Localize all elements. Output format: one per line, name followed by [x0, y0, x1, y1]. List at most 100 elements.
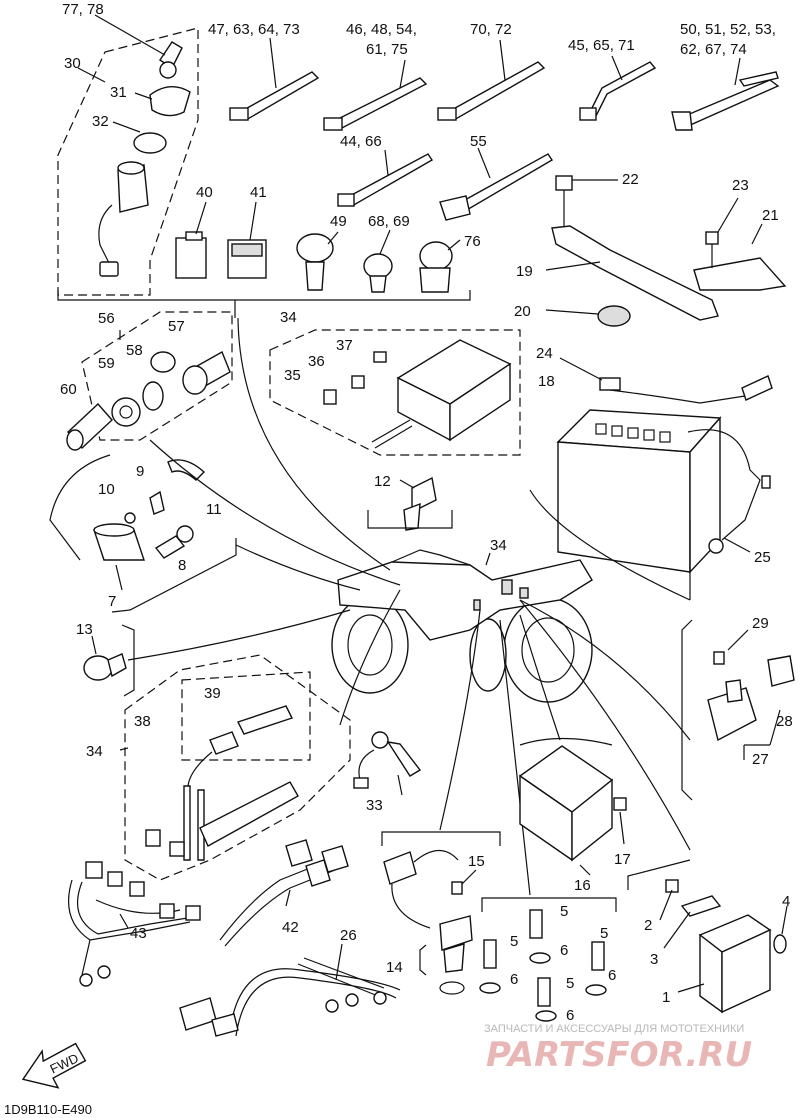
label-6-b: 6 [510, 971, 518, 988]
label-46-48-54: 46, 48, 54, [346, 21, 417, 38]
starter-relay [707, 629, 795, 760]
label-37: 37 [336, 337, 353, 354]
label-15: 15 [468, 853, 485, 870]
group-30-outline [57, 27, 199, 296]
label-43: 43 [130, 925, 147, 942]
ignition-switch [77, 14, 191, 277]
harness-26 [179, 943, 401, 1037]
relay-41 [227, 201, 267, 279]
label-32: 32 [92, 113, 109, 130]
battery-bracket [545, 175, 787, 327]
group-1-outline [627, 859, 691, 890]
label-62-67-74: 62, 67, 74 [680, 41, 747, 58]
label-38: 38 [134, 713, 151, 730]
label-70-72: 70, 72 [470, 21, 512, 38]
watermark-subtitle: ЗАПЧАСТИ И АКСЕССУАРЫ ДЛЯ МОТОТЕХНИКИ [484, 1023, 744, 1035]
group-14-outline [381, 831, 501, 846]
label-6-d: 6 [566, 1007, 574, 1024]
label-21: 21 [762, 207, 779, 224]
label-20: 20 [514, 303, 531, 320]
cable-tie-50 [671, 57, 780, 131]
label-5-b: 5 [510, 933, 518, 950]
label-8: 8 [178, 557, 186, 574]
label-29: 29 [752, 615, 769, 632]
label-5-d: 5 [566, 975, 574, 992]
label-1: 1 [662, 989, 670, 1006]
label-5-c: 5 [600, 925, 608, 942]
fwd-arrow: FWD [21, 1042, 87, 1089]
battery-cable-24 [559, 357, 773, 404]
label-45-65-71: 45, 65, 71 [568, 37, 635, 54]
cable-tie-45 [579, 55, 657, 121]
label-26: 26 [340, 927, 357, 944]
sensor-13 [83, 624, 135, 697]
label-4: 4 [782, 893, 790, 910]
battery-cable-25 [687, 429, 771, 554]
label-18: 18 [538, 373, 555, 390]
label-34-harness: 34 [86, 743, 103, 760]
leader-curves [127, 317, 691, 896]
harness-34 [119, 705, 299, 861]
label-10: 10 [98, 481, 115, 498]
label-22: 22 [622, 171, 639, 188]
label-17: 17 [614, 851, 631, 868]
harness-43 [68, 861, 201, 987]
fuse-box [323, 339, 512, 449]
label-57: 57 [168, 318, 185, 335]
relay-40 [175, 201, 207, 279]
label-60: 60 [60, 381, 77, 398]
label-9: 9 [136, 463, 144, 480]
group-5-6-outline [481, 897, 617, 912]
label-2: 2 [644, 917, 652, 934]
label-30: 30 [64, 55, 81, 72]
diagram-code: 1D9B110-E490 [4, 1102, 92, 1117]
cdi-unit [659, 879, 788, 1014]
label-41: 41 [250, 184, 267, 201]
rectifier-regulator [518, 737, 627, 876]
ignition-coil [93, 459, 206, 591]
label-6-c: 6 [608, 967, 616, 984]
group-7-outline [49, 454, 237, 613]
leader-34-vehicle [485, 552, 491, 566]
label-55: 55 [470, 133, 487, 150]
label-28: 28 [776, 713, 793, 730]
top-parts-bracket [57, 290, 471, 318]
label-33: 33 [366, 797, 383, 814]
cable-tie-46 [323, 59, 428, 131]
socket-assembly [66, 350, 231, 451]
label-5-a: 5 [560, 903, 568, 920]
clamp-76 [419, 239, 461, 293]
atv-vehicle [331, 549, 593, 703]
label-36: 36 [308, 353, 325, 370]
label-47-63-64-73: 47, 63, 64, 73 [208, 21, 300, 38]
label-34-vehicle: 34 [490, 537, 507, 554]
label-76: 76 [464, 233, 481, 250]
label-35: 35 [284, 367, 301, 384]
cable-tie-55 [439, 147, 553, 221]
group-34-outline [269, 329, 521, 456]
label-59: 59 [98, 355, 115, 372]
label-11: 11 [206, 501, 222, 518]
label-23: 23 [732, 177, 749, 194]
label-19: 19 [516, 263, 533, 280]
label-58: 58 [126, 342, 143, 359]
battery [556, 409, 722, 574]
cable-tie-47 [229, 37, 320, 121]
label-49: 49 [330, 213, 347, 230]
label-27: 27 [752, 751, 769, 768]
cable-tie-70 [437, 39, 546, 121]
speed-sensor [383, 849, 477, 995]
label-12: 12 [374, 473, 391, 490]
label-68-69: 68, 69 [368, 213, 410, 230]
clamp-49 [296, 231, 339, 291]
sensor-33 [353, 731, 422, 796]
label-13: 13 [76, 621, 93, 638]
label-24: 24 [536, 345, 553, 362]
group-56-outline [81, 311, 233, 441]
label-7: 7 [108, 593, 116, 610]
label-31: 31 [110, 84, 127, 101]
label-56: 56 [98, 310, 115, 327]
group-34-harness-outline [124, 654, 351, 881]
